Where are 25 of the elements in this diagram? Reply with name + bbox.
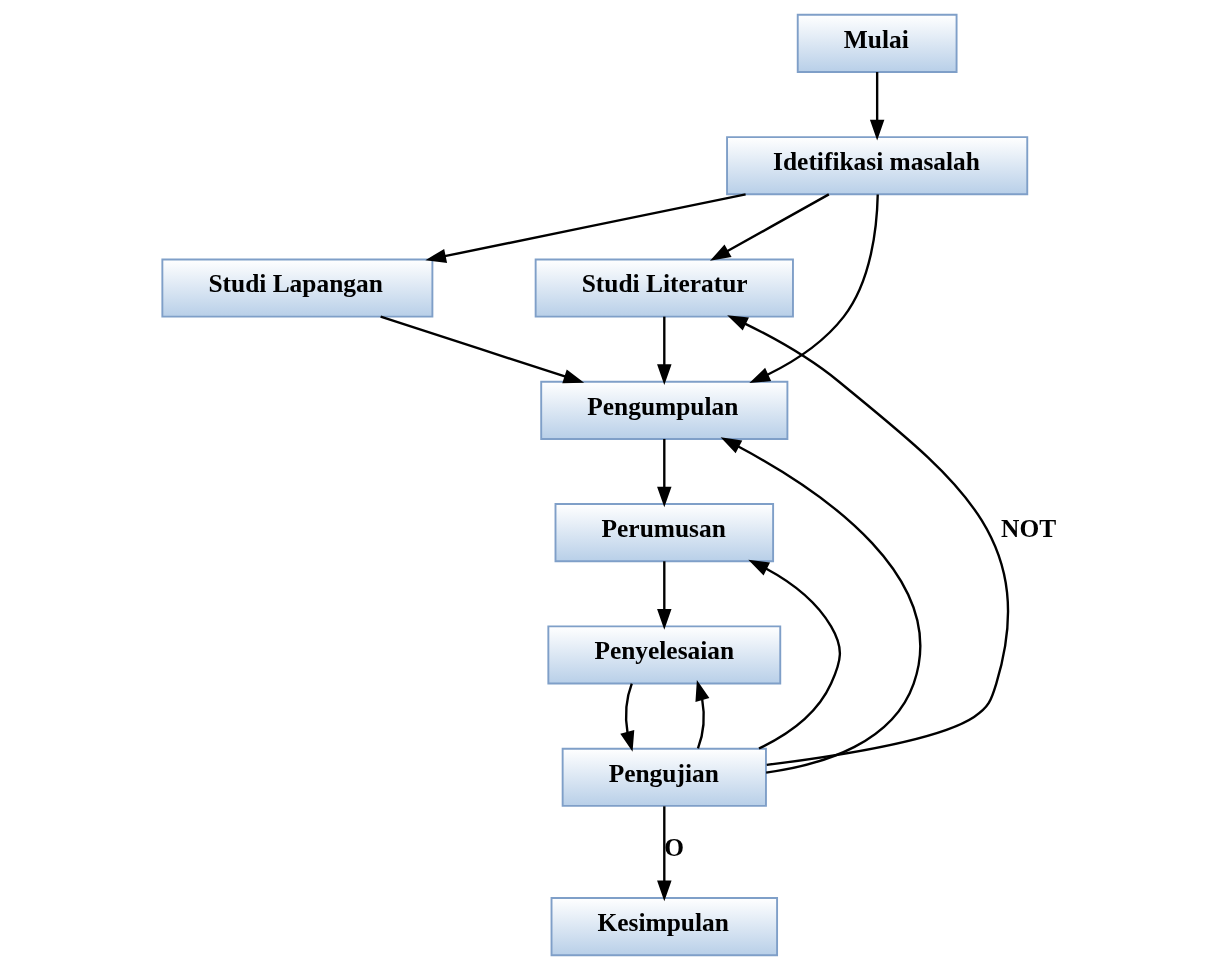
node-box: Mulai — [796, 13, 958, 73]
arrow — [695, 680, 710, 749]
edge-label: O — [664, 833, 685, 862]
arrow — [749, 194, 879, 384]
node-box: Pengujian — [561, 747, 767, 807]
arrow — [657, 316, 672, 386]
arrow — [869, 72, 885, 141]
node-box: Studi Lapangan — [161, 258, 434, 318]
node-box: Penyelesaian — [547, 625, 782, 685]
arrow — [620, 683, 635, 752]
arrow — [748, 559, 841, 750]
node-box: Idetifikasi masalah — [726, 136, 1029, 196]
node-box: Studi Literatur — [534, 258, 794, 318]
arrow — [720, 437, 921, 774]
arrow — [657, 561, 672, 630]
node-box: Pengumpulan — [540, 380, 789, 440]
node-box: Perumusan — [554, 503, 775, 563]
node-box: Kesimpulan — [550, 897, 779, 957]
arrow — [710, 193, 830, 261]
arrow — [657, 438, 672, 508]
arrow — [425, 193, 746, 264]
arrow — [727, 315, 1010, 767]
arrow — [380, 315, 585, 384]
arrow — [657, 806, 672, 902]
edge-label: NOT — [1001, 514, 1057, 543]
